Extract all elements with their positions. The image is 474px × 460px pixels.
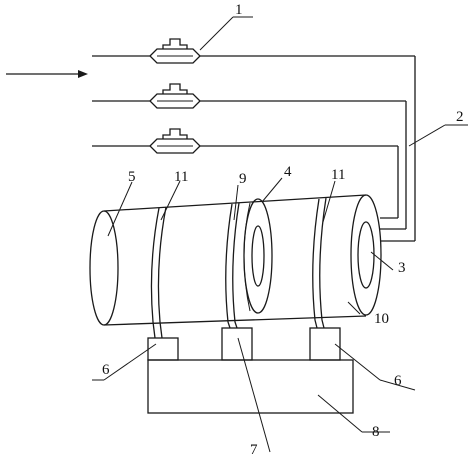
label-4: 4 <box>284 164 292 180</box>
base-frame <box>147 359 354 414</box>
valve-icon <box>149 38 201 64</box>
belt-middle <box>225 202 240 329</box>
belt-right <box>312 197 327 329</box>
valve-icon <box>149 128 201 154</box>
label-1: 1 <box>235 2 243 18</box>
middle-ring <box>243 198 273 314</box>
valve-icon <box>149 83 201 109</box>
inlet-arrow <box>6 70 88 78</box>
motor-left <box>147 337 179 361</box>
label-6-left: 6 <box>102 362 110 378</box>
label-10: 10 <box>374 311 389 327</box>
pipe-line-middle <box>92 100 407 230</box>
motor-middle <box>221 327 253 361</box>
label-11-right: 11 <box>331 167 345 183</box>
label-6-right: 6 <box>394 373 402 389</box>
label-7: 7 <box>250 442 258 458</box>
pipe-line-top <box>92 55 416 242</box>
pipe-line-bottom <box>92 145 399 219</box>
label-8: 8 <box>372 424 380 440</box>
drum-cylinder <box>89 194 382 326</box>
label-9: 9 <box>239 171 247 187</box>
label-5: 5 <box>128 169 136 185</box>
label-2: 2 <box>456 109 464 125</box>
leader-lines <box>92 16 468 453</box>
label-3: 3 <box>398 260 406 276</box>
label-11-left: 11 <box>174 169 188 185</box>
belt-left <box>150 206 167 339</box>
